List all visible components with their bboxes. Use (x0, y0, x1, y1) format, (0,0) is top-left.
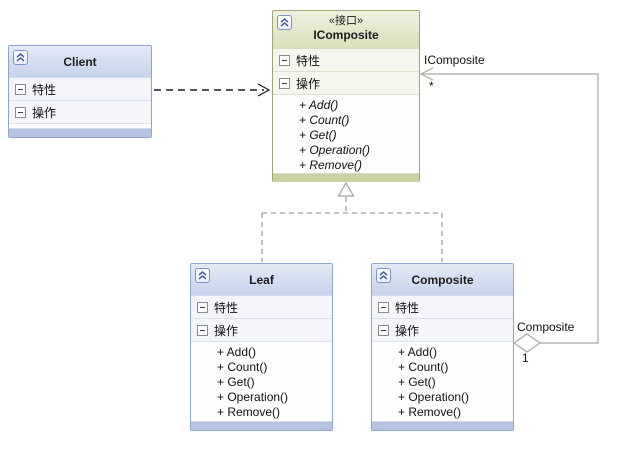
collapse-chevron-button[interactable] (277, 15, 292, 30)
box-footer-strip (372, 421, 513, 430)
method-item[interactable]: + Operation() (299, 143, 371, 157)
method-item[interactable]: + Add() (299, 98, 339, 112)
realization-connector-tree[interactable] (261, 181, 443, 262)
collapse-minus-icon[interactable] (197, 301, 208, 313)
open-arrowhead-icon (257, 83, 271, 97)
method-item[interactable]: + Operation() (398, 390, 470, 404)
attributes-row[interactable]: 特性 (273, 49, 419, 72)
collapse-minus-icon[interactable] (15, 106, 26, 118)
operations-row[interactable]: 操作 (191, 319, 332, 342)
method-item[interactable]: + Get() (398, 375, 436, 389)
class-title: Client (63, 55, 97, 69)
double-chevron-up-icon (16, 53, 25, 62)
method-item[interactable]: + Remove() (217, 405, 281, 419)
class-header[interactable]: Client (9, 46, 151, 78)
double-chevron-up-icon (198, 271, 207, 280)
aggregation-target-multiplicity-label: * (429, 79, 434, 93)
aggregation-connector-composite-icomposite[interactable] (419, 67, 599, 353)
hollow-diamond-icon (512, 333, 542, 353)
class-box-leaf[interactable]: Leaf 特性 操作 + Add() + Count() + Get() + O… (190, 263, 333, 431)
operations-row[interactable]: 操作 (273, 72, 419, 95)
double-chevron-up-icon (379, 271, 388, 280)
method-item[interactable]: + Count() (217, 360, 268, 374)
method-item[interactable]: + Get() (217, 375, 255, 389)
method-item[interactable]: + Add() (398, 345, 438, 359)
collapse-minus-icon[interactable] (197, 324, 208, 336)
interface-box-icomposite[interactable]: «接口» IComposite 特性 操作 + Add() + Count() … (272, 10, 420, 182)
method-list: + Add() + Count() + Get() + Operation() … (191, 342, 332, 421)
method-list: + Add() + Count() + Get() + Operation() … (372, 342, 513, 421)
method-item[interactable]: + Operation() (217, 390, 289, 404)
aggregation-target-type-label: IComposite (424, 53, 485, 67)
class-header[interactable]: Composite (372, 264, 513, 296)
collapse-minus-icon[interactable] (378, 301, 389, 313)
hollow-triangle-icon (337, 181, 355, 197)
class-box-composite[interactable]: Composite 特性 操作 + Add() + Count() + Get(… (371, 263, 514, 431)
attributes-row[interactable]: 特性 (9, 78, 151, 101)
double-chevron-up-icon (280, 18, 289, 27)
aggregation-source-multiplicity-label: 1 (522, 351, 529, 365)
method-item[interactable]: + Get() (299, 128, 337, 142)
aggregation-source-role-label: Composite (517, 320, 575, 334)
collapse-minus-icon[interactable] (15, 83, 26, 95)
method-item[interactable]: + Remove() (299, 158, 363, 172)
interface-stereotype: «接口» (328, 15, 364, 27)
collapse-minus-icon[interactable] (378, 324, 389, 336)
collapse-chevron-button[interactable] (13, 50, 28, 65)
class-box-client[interactable]: Client 特性 操作 (8, 45, 152, 138)
collapse-chevron-button[interactable] (195, 268, 210, 283)
interface-title: IComposite (313, 28, 379, 42)
box-footer-strip (273, 173, 419, 182)
box-footer-strip (191, 421, 332, 430)
collapse-minus-icon[interactable] (279, 54, 290, 66)
method-list: + Add() + Count() + Get() + Operation() … (273, 95, 419, 173)
class-header[interactable]: Leaf (191, 264, 332, 296)
box-footer-strip (9, 128, 151, 137)
method-item[interactable]: + Add() (217, 345, 257, 359)
interface-header[interactable]: «接口» IComposite (273, 11, 419, 49)
method-item[interactable]: + Count() (299, 113, 350, 127)
dependency-connector-client-icomposite[interactable] (154, 83, 271, 97)
class-title: Leaf (249, 273, 274, 287)
method-item[interactable]: + Remove() (398, 405, 462, 419)
collapse-chevron-button[interactable] (376, 268, 391, 283)
operations-row[interactable]: 操作 (372, 319, 513, 342)
operations-row[interactable]: 操作 (9, 101, 151, 124)
class-title: Composite (411, 273, 474, 287)
attributes-row[interactable]: 特性 (191, 296, 332, 319)
open-arrowhead-icon (419, 67, 434, 81)
method-item[interactable]: + Count() (398, 360, 449, 374)
collapse-minus-icon[interactable] (279, 77, 290, 89)
attributes-row[interactable]: 特性 (372, 296, 513, 319)
